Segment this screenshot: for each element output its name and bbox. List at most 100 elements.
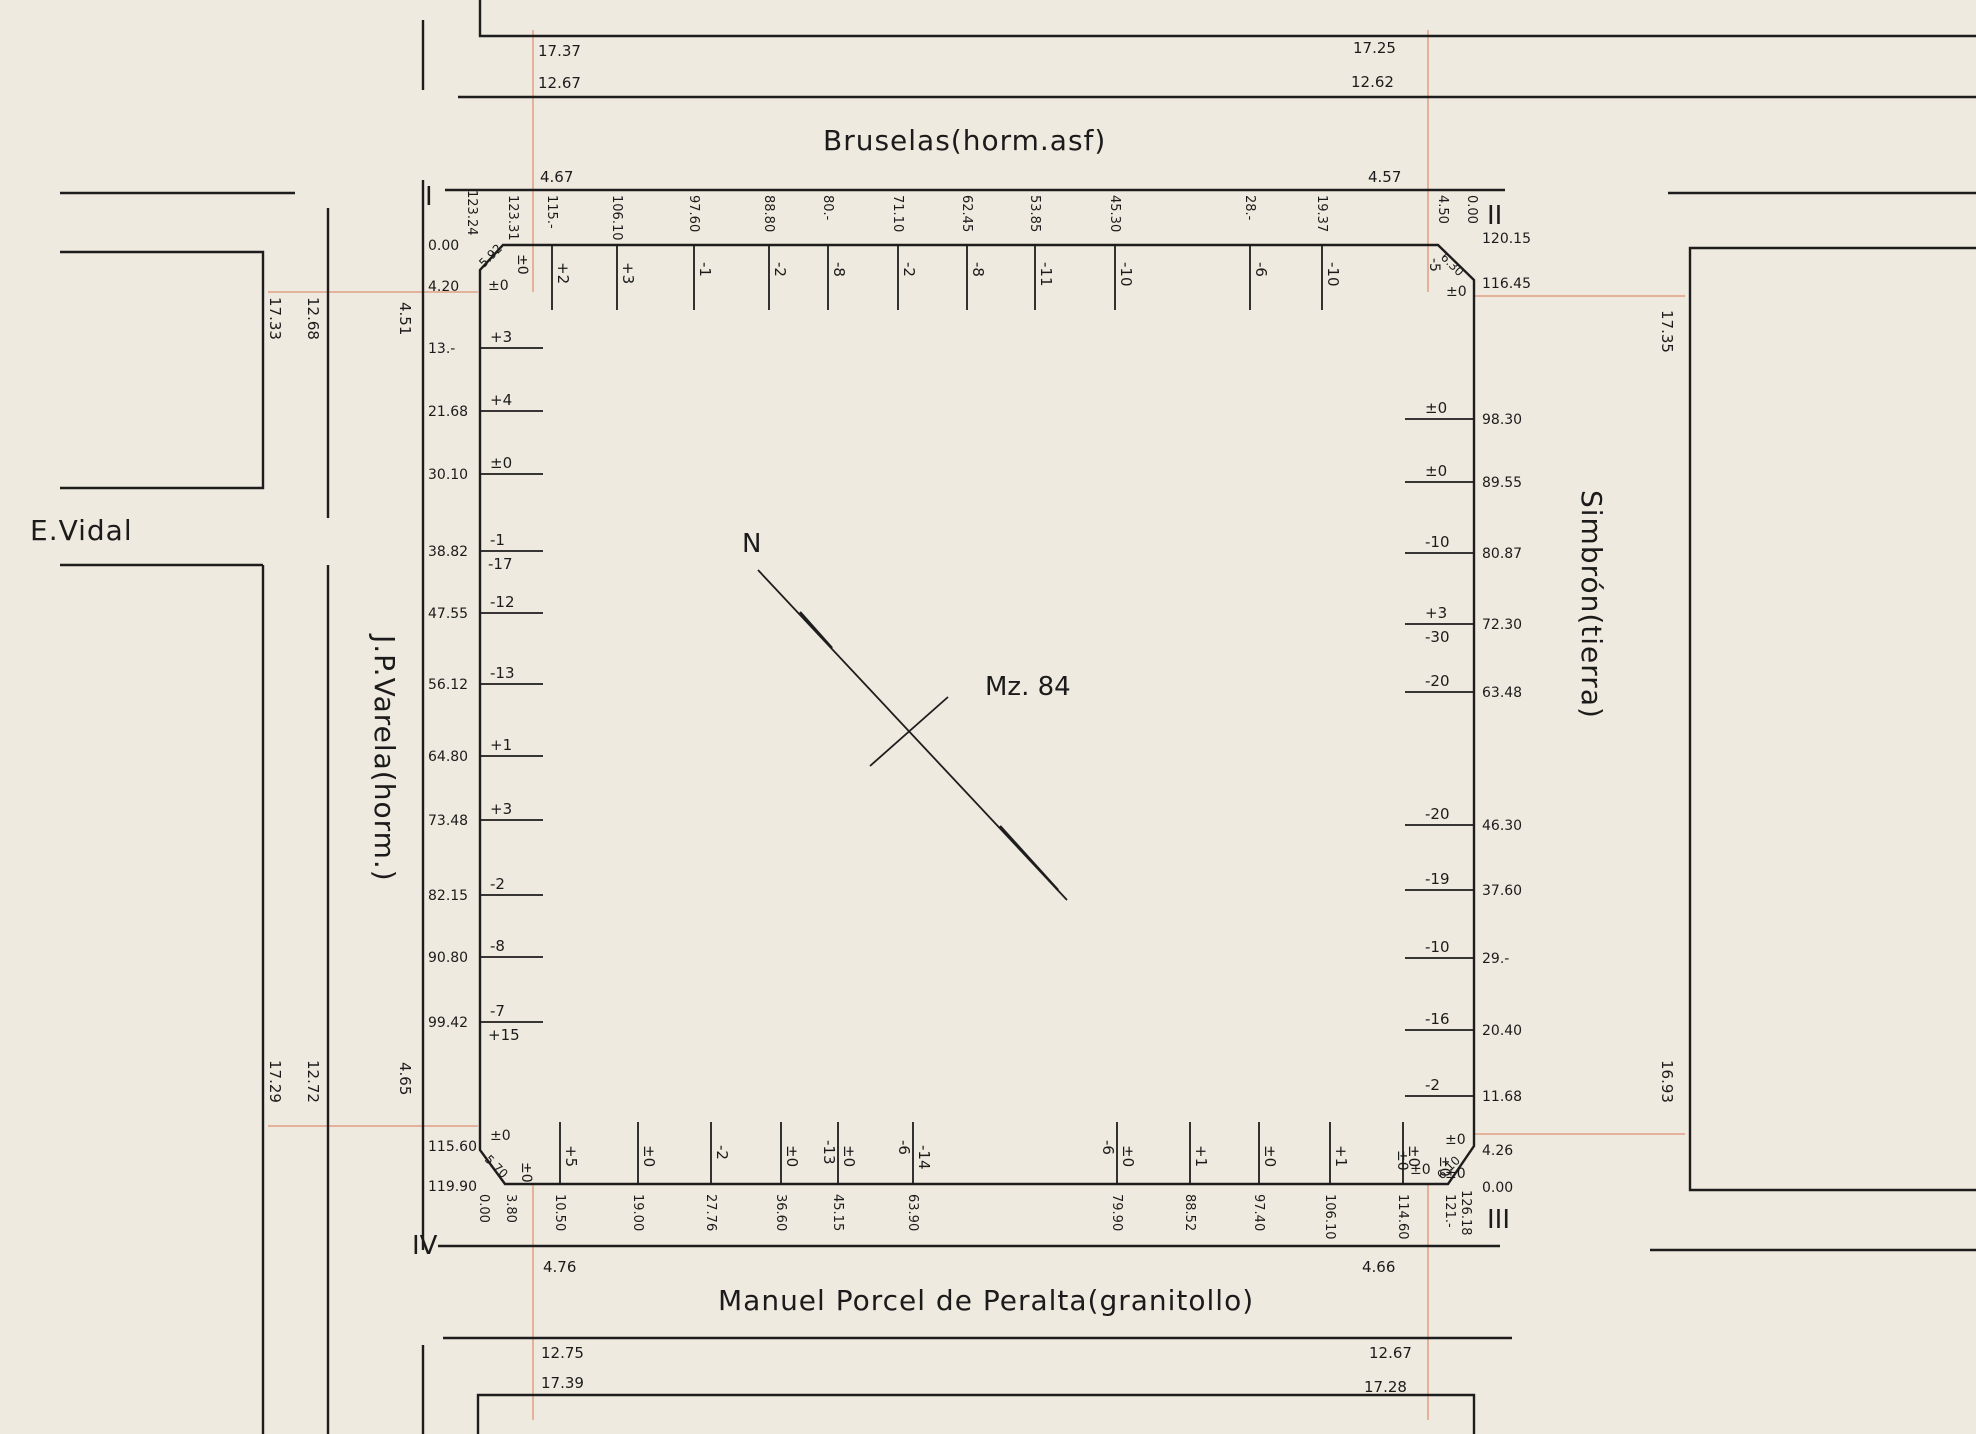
station-distance: 106.10 <box>1322 1194 1337 1240</box>
station-level: -1 <box>490 531 505 549</box>
station-distance: 0.00 <box>1464 195 1479 224</box>
corner-offset: ±0 <box>1445 1166 1466 1182</box>
station-level: -6 <box>1099 1140 1117 1155</box>
station-distance: 115.- <box>544 195 559 229</box>
width-label: 17.25 <box>1353 39 1396 57</box>
station-distance: 82.15 <box>428 888 468 904</box>
station-level: -13 <box>820 1140 838 1165</box>
width-label: 12.72 <box>304 1060 322 1103</box>
station-distance: 62.45 <box>959 195 974 232</box>
corner-offset: ±0 <box>1436 1156 1452 1177</box>
station-level: ±0 <box>783 1145 801 1167</box>
station-level: -2 <box>900 262 918 277</box>
station-level: +15 <box>488 1026 520 1044</box>
reference-lines <box>268 30 1685 1420</box>
station-level: +2 <box>554 262 572 284</box>
station-level: -6 <box>1252 262 1270 277</box>
corner-label-nw: I <box>425 182 433 212</box>
station-level: -19 <box>1425 870 1450 888</box>
corner-label-ne: II <box>1487 201 1502 231</box>
station-distance: 89.55 <box>1482 475 1522 491</box>
station-distance: 123.31 <box>505 195 520 241</box>
station-distance: 115.60 <box>428 1139 477 1155</box>
neighbouring-blocks <box>60 0 1976 1434</box>
width-label: 12.75 <box>541 1344 584 1362</box>
station-distance: 97.60 <box>686 195 701 232</box>
station-level: -10 <box>1117 262 1135 287</box>
station-level: ±0 <box>1425 399 1447 417</box>
station-level: -1 <box>696 262 714 277</box>
sidewalk-label: 4.66 <box>1362 1258 1395 1276</box>
corner-offset: ±0 <box>1394 1150 1410 1171</box>
corner-offset: ±0 <box>514 254 530 275</box>
width-label: 16.93 <box>1658 1060 1676 1103</box>
street-east-label: Simbrón(tierra) <box>1575 490 1608 719</box>
station-distance: 20.40 <box>1482 1023 1522 1039</box>
station-level: -20 <box>1425 805 1450 823</box>
sidewalk-label: 4.57 <box>1368 168 1401 186</box>
west-side-stations: 0.004.2013.-+321.68+430.10±038.82-1-1747… <box>428 238 543 1195</box>
station-distance: 79.90 <box>1109 1194 1124 1231</box>
station-distance: 121.- <box>1442 1194 1457 1228</box>
station-level: +1 <box>1332 1145 1350 1167</box>
station-distance: 45.15 <box>830 1194 845 1231</box>
width-label: 17.35 <box>1658 310 1676 353</box>
station-level: -2 <box>1425 1076 1440 1094</box>
station-distance: 116.45 <box>1482 276 1531 292</box>
station-distance: 38.82 <box>428 544 468 560</box>
north-arrow: N <box>742 529 1068 901</box>
station-distance: 27.76 <box>703 1194 718 1231</box>
station-level: -8 <box>830 262 848 277</box>
station-distance: 106.10 <box>609 195 624 241</box>
station-level: +1 <box>1192 1145 1210 1167</box>
station-level: -8 <box>969 262 987 277</box>
corner-offset: ±0 <box>1445 1132 1466 1148</box>
street-west-label: J.P.Varela(horm.) <box>368 633 401 882</box>
north-label: N <box>742 529 761 559</box>
sidewalk-labels: 4.67 4.57 4.76 4.66 4.51 4.65 <box>396 168 1401 1276</box>
station-distance: 3.80 <box>503 1194 518 1223</box>
station-distance: 53.85 <box>1027 195 1042 232</box>
corner-offset: ±0 <box>518 1162 534 1183</box>
corner-offset: ±0 <box>488 278 509 294</box>
station-distance: 4.50 <box>1435 195 1450 224</box>
width-label: 17.29 <box>266 1060 284 1103</box>
station-distance: 98.30 <box>1482 412 1522 428</box>
station-distance: 0.00 <box>1482 1180 1513 1196</box>
corner-offset: ±0 <box>490 1128 511 1144</box>
station-distance: 72.30 <box>1482 617 1522 633</box>
station-distance: 56.12 <box>428 677 468 693</box>
station-level: ±0 <box>1425 462 1447 480</box>
station-level: -10 <box>1425 533 1450 551</box>
station-distance: 11.68 <box>1482 1089 1522 1105</box>
station-distance: 71.10 <box>890 195 905 232</box>
width-label: 17.33 <box>266 297 284 340</box>
station-distance: 19.37 <box>1314 195 1329 232</box>
station-distance: 63.48 <box>1482 685 1522 701</box>
station-level: -7 <box>490 1002 505 1020</box>
station-distance: 80.- <box>820 195 835 221</box>
station-level: ±0 <box>840 1145 858 1167</box>
sidewalk-label: 4.65 <box>396 1062 414 1095</box>
corner-label-sw: IV <box>412 1231 438 1261</box>
sidewalk-label: 4.76 <box>543 1258 576 1276</box>
station-level: -13 <box>490 664 515 682</box>
station-distance: 123.24 <box>464 190 479 236</box>
width-label: 17.28 <box>1364 1378 1407 1396</box>
station-level: -10 <box>1324 262 1342 287</box>
station-distance: 80.87 <box>1482 546 1522 562</box>
station-level: -10 <box>1425 938 1450 956</box>
station-level: -11 <box>1037 262 1055 287</box>
station-distance: 120.15 <box>1482 231 1531 247</box>
sidewalk-label: 4.51 <box>396 302 414 335</box>
corner-label-se: III <box>1487 1205 1510 1235</box>
station-distance: 88.80 <box>761 195 776 232</box>
street-far-west-label: E.Vidal <box>30 514 133 547</box>
width-label: 12.67 <box>1369 1344 1412 1362</box>
block-outline <box>478 243 1476 1186</box>
station-level: -2 <box>771 262 789 277</box>
station-level: +1 <box>490 736 512 754</box>
